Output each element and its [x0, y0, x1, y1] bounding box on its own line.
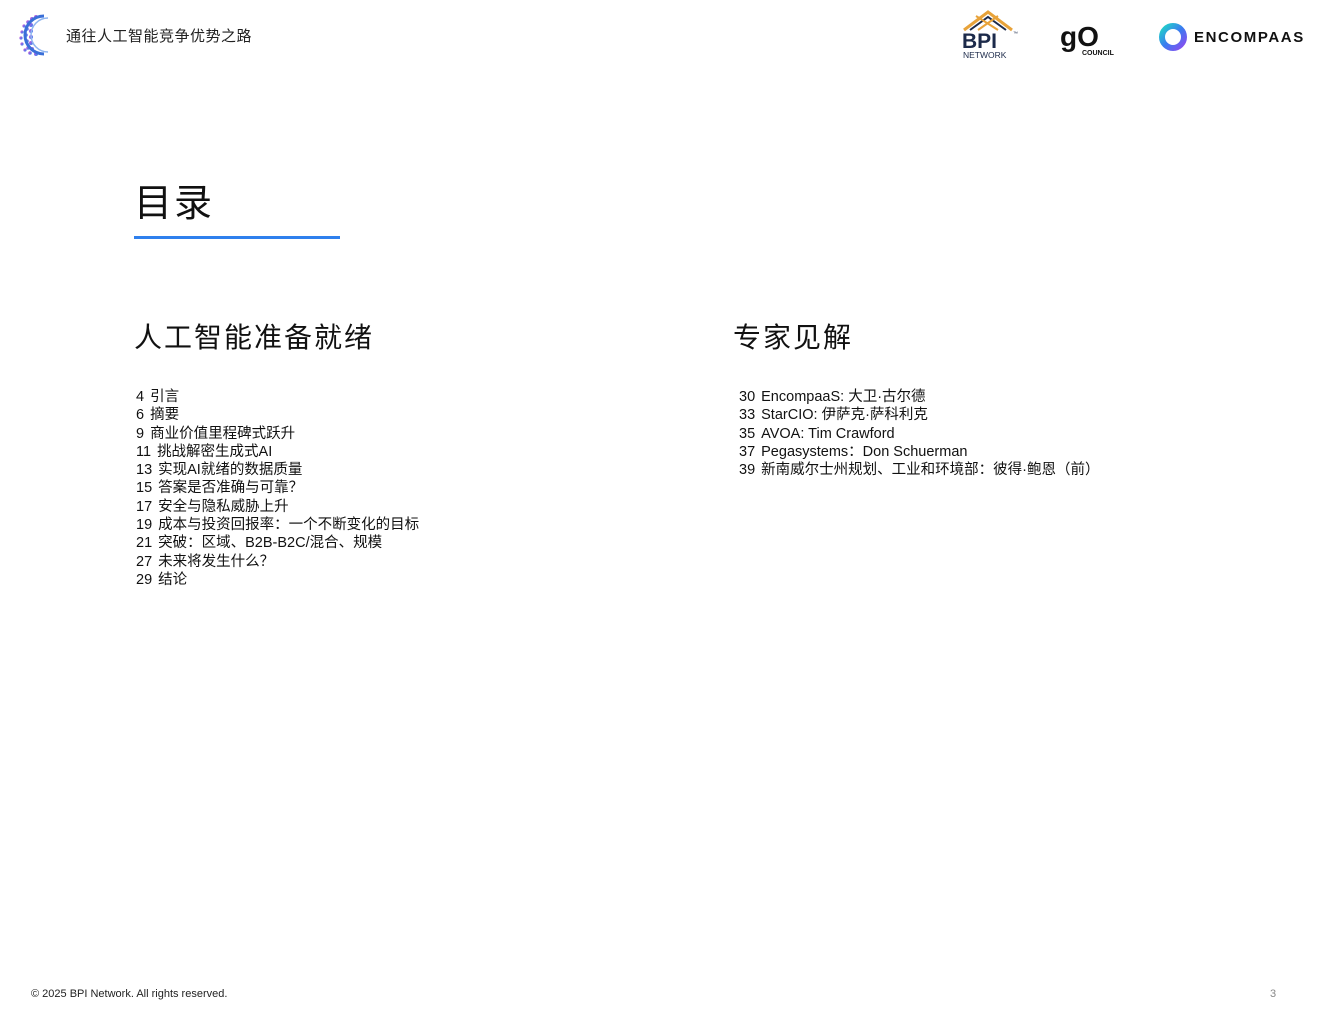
title-underline	[134, 236, 340, 239]
toc-page-number: 13	[136, 462, 153, 479]
toc-page-number: 15	[136, 480, 153, 497]
toc-section-expert-insights: 专家见解 30 EncompaaS: 大卫·古尔德 33 StarCIO: 伊萨克·…	[733, 316, 1099, 478]
toc-item[interactable]: 35 AVOA: Tim Crawford	[739, 425, 1099, 443]
toc-list: 4 引言 6 摘要 9 商业价值里程碑式跃升 11 挑战解密生成式AI 13 实现AI就绪…	[136, 388, 419, 589]
toc-item-title: 新南威尔士州规划、工业和环境部：彼得·鲍恩（前）	[761, 462, 1100, 479]
toc-item[interactable]: 39 新南威尔士州规划、工业和环境部：彼得·鲍恩（前）	[739, 461, 1099, 479]
toc-page-number: 33	[739, 407, 756, 424]
toc-item-title: EncompaaS: 大卫·古尔德	[761, 389, 926, 405]
copyright-notice: © 2025 BPI Network. All rights reserved.	[31, 988, 228, 1000]
toc-item-title: 答案是否准确与可靠？	[158, 480, 304, 497]
bpi-subtitle: NETWORK	[963, 50, 1007, 60]
toc-item[interactable]: 4 引言	[136, 388, 419, 406]
toc-item-title: 摘要	[150, 407, 180, 424]
toc-item-title: AVOA: Tim Crawford	[761, 425, 895, 442]
report-brand: 通往人工智能竞争优势之路	[18, 12, 252, 58]
toc-page-number: 17	[136, 498, 153, 515]
toc-page-number: 19	[136, 517, 153, 534]
toc-item[interactable]: 17 安全与隐私威胁上升	[136, 498, 419, 516]
section-heading: 专家见解	[733, 321, 854, 354]
toc-page-number: 11	[136, 443, 152, 460]
page-title: 目录	[134, 181, 215, 225]
encompaas-logo: ENCOMPAAS	[1158, 22, 1305, 52]
toc-page-number: 27	[136, 553, 153, 570]
toc-page-number: 4	[136, 389, 145, 405]
go-council-logo: gO COUNCIL	[1060, 21, 1122, 58]
circular-dots-logo-icon	[19, 14, 49, 56]
toc-item-title: StarCIO: 伊萨克·萨科利克	[761, 407, 928, 424]
bpi-network-logo: BPI ™ NETWORK	[962, 8, 1022, 60]
go-subtitle: COUNCIL	[1082, 50, 1115, 57]
toc-item-title: 成本与投资回报率：一个不断变化的目标	[158, 517, 420, 534]
toc-item-title: Pegasystems：Don Schuerman	[761, 443, 968, 460]
toc-item[interactable]: 37 Pegasystems：Don Schuerman	[739, 443, 1099, 461]
toc-item[interactable]: 19 成本与投资回报率：一个不断变化的目标	[136, 516, 419, 534]
toc-page-number: 6	[136, 407, 145, 424]
go-wordmark: gO	[1060, 24, 1099, 52]
toc-item-title: 实现AI就绪的数据质量	[158, 462, 303, 479]
report-title: 通往人工智能竞争优势之路	[66, 26, 253, 45]
toc-item[interactable]: 30 EncompaaS: 大卫·古尔德	[739, 388, 1099, 406]
page-number: 3	[1270, 988, 1277, 1000]
toc-item[interactable]: 9 商业价值里程碑式跃升	[136, 425, 419, 443]
encompaas-wordmark: ENCOMPAAS	[1194, 28, 1305, 46]
section-heading: 人工智能准备就绪	[134, 321, 375, 354]
encompaas-ring-icon	[1159, 23, 1187, 51]
toc-section-ai-readiness: 人工智能准备就绪 4 引言 6 摘要 9 商业价值里程碑式跃升 11 挑战解密生成式AI…	[134, 316, 419, 588]
toc-page-number: 29	[136, 571, 153, 588]
bpi-roof-icon: BPI ™ NETWORK	[962, 10, 1018, 60]
toc-item[interactable]: 6 摘要	[136, 406, 419, 424]
toc-page-number: 30	[739, 389, 756, 405]
toc-item[interactable]: 13 实现AI就绪的数据质量	[136, 461, 419, 479]
toc-item-title: 结论	[158, 571, 188, 588]
bpi-trademark: ™	[1013, 31, 1018, 37]
bpi-wordmark: BPI	[962, 30, 997, 53]
toc-page-number: 39	[739, 462, 756, 479]
toc-page-number: 37	[739, 443, 756, 460]
toc-item-title: 引言	[150, 389, 180, 405]
toc-page-number: 35	[739, 425, 756, 442]
toc-item-title: 未来将发生什么？	[158, 553, 275, 570]
toc-item-title: 突破：区域、B2B-B2C/混合、规模	[158, 535, 383, 552]
toc-item[interactable]: 33 StarCIO: 伊萨克·萨科利克	[739, 406, 1099, 424]
toc-item[interactable]: 11 挑战解密生成式AI	[136, 443, 419, 461]
toc-item-title: 挑战解密生成式AI	[157, 443, 273, 460]
toc-item[interactable]: 27 未来将发生什么？	[136, 553, 419, 571]
toc-item[interactable]: 29 结论	[136, 571, 419, 589]
toc-item[interactable]: 21 突破：区域、B2B-B2C/混合、规模	[136, 534, 419, 552]
toc-item-title: 商业价值里程碑式跃升	[150, 425, 296, 442]
go-council-wordmark-icon: gO COUNCIL	[1060, 21, 1115, 57]
toc-item-title: 安全与隐私威胁上升	[158, 498, 289, 515]
toc-page-number: 21	[136, 535, 153, 552]
toc-item[interactable]: 15 答案是否准确与可靠？	[136, 479, 419, 497]
toc-page-number: 9	[136, 425, 145, 442]
